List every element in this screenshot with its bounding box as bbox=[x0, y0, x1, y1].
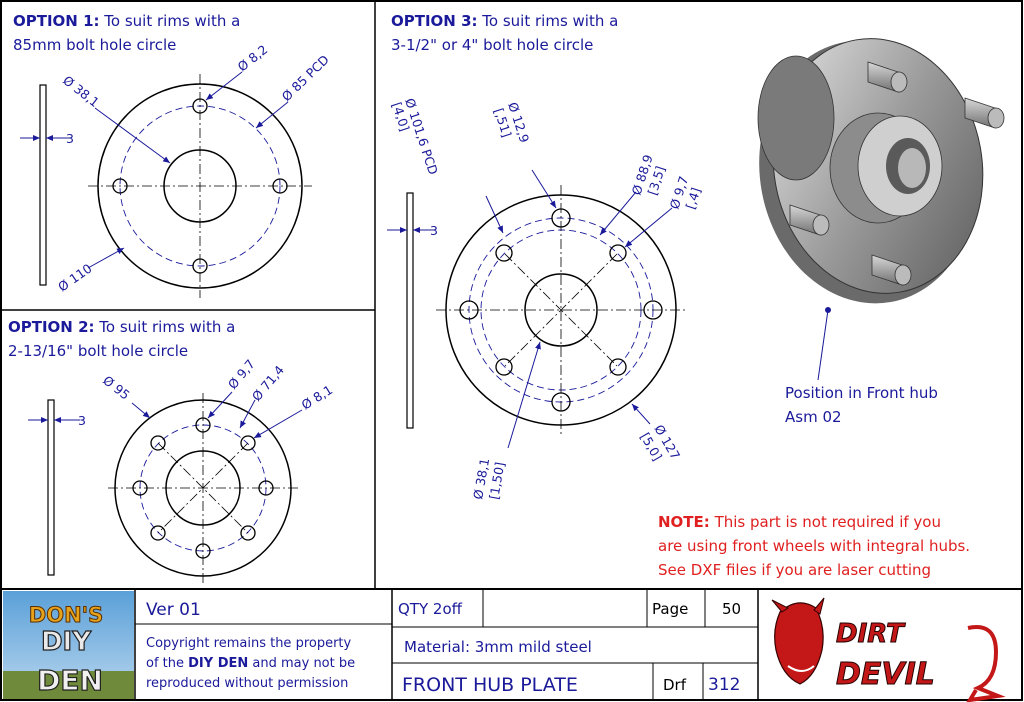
option3-thickness-dim: 3 bbox=[430, 223, 438, 238]
option3-view: OPTION 3: To suit rims with a 3-1/2" or … bbox=[387, 12, 704, 501]
hub-position-callout-1: Position in Front hub bbox=[785, 384, 938, 402]
option3-bolt-hole-small bbox=[495, 244, 513, 262]
option3-subtitle: 3-1/2" or 4" bolt hole circle bbox=[391, 36, 593, 54]
option2-title: OPTION 2: To suit rims with a bbox=[8, 318, 235, 336]
option1-thickness-dim: 3 bbox=[66, 131, 74, 146]
part-name: FRONT HUB PLATE bbox=[402, 674, 578, 696]
option2-bolt-hole bbox=[240, 435, 256, 451]
note-line-2: are using front wheels with integral hub… bbox=[658, 537, 970, 555]
option3-title: OPTION 3: To suit rims with a bbox=[391, 12, 618, 30]
page-number: 50 bbox=[722, 600, 741, 618]
option2-hole-large-dim: Ø 9,7 bbox=[225, 356, 258, 391]
copyright-line-1: Copyright remains the property bbox=[146, 636, 352, 651]
logo-left-line2: DIY bbox=[41, 627, 92, 657]
option2-bolt-hole bbox=[258, 480, 274, 496]
wheel-stud bbox=[871, 254, 912, 286]
option2-bolt-hole bbox=[195, 417, 211, 433]
logo-left-line1: DON'S bbox=[29, 603, 103, 627]
option1-outer-dim: Ø 110 bbox=[55, 261, 95, 295]
drf-number: 312 bbox=[708, 675, 740, 695]
option1-bolt-hole bbox=[272, 178, 288, 194]
option2-side-view bbox=[47, 399, 55, 576]
note-block: NOTE: This part is not required if you a… bbox=[658, 513, 970, 579]
option3-pcd-dim: Ø 101,6 PCD bbox=[402, 96, 441, 176]
option3-bolt-hole-large bbox=[551, 392, 571, 412]
material-spec: Material: 3mm mild steel bbox=[404, 638, 592, 656]
drf-label: Drf bbox=[663, 676, 687, 694]
copyright-line-2: of the DIY DEN and may not be bbox=[146, 656, 355, 671]
option1-hub-dim: Ø 38,1 bbox=[60, 73, 102, 110]
option2-bolt-hole bbox=[195, 543, 211, 559]
note-line-1: NOTE: This part is not required if you bbox=[658, 513, 941, 531]
option1-bolt-hole bbox=[112, 178, 128, 194]
option1-pcd-dim: Ø 85 PCD bbox=[279, 52, 332, 104]
option3-side-view bbox=[406, 192, 414, 429]
option2-bolt-hole bbox=[150, 435, 166, 451]
option1-subtitle: 85mm bolt hole circle bbox=[13, 36, 176, 54]
note-line-3: See DXF files if you are laser cutting bbox=[658, 561, 931, 579]
option2-bolt-hole bbox=[240, 525, 256, 541]
version-label: Ver 01 bbox=[146, 600, 201, 620]
option2-view: OPTION 2: To suit rims with a 2-13/16" b… bbox=[8, 318, 335, 583]
qty-value: QTY 2off bbox=[398, 600, 463, 618]
option1-bolt-hole bbox=[192, 98, 208, 114]
title-block: DON'S DIY DEN Ver 01 Copyright remains t… bbox=[3, 589, 1006, 702]
option1-view: OPTION 1: To suit rims with a 85mm bolt … bbox=[13, 12, 332, 298]
option3-bolt-hole-small bbox=[609, 358, 627, 376]
option1-hole-dim: Ø 8,2 bbox=[235, 42, 271, 75]
dirt-devil-logo: DIRT DEVIL bbox=[771, 597, 1006, 702]
pitchfork-tail-icon bbox=[966, 625, 1006, 702]
hub-position-callout-2: Asm 02 bbox=[785, 408, 842, 426]
option1-title: OPTION 1: To suit rims with a bbox=[13, 12, 240, 30]
logo-right-line1: DIRT bbox=[836, 619, 906, 649]
option2-hole-small-dim: Ø 8,1 bbox=[299, 382, 336, 413]
option2-thickness-dim: 3 bbox=[78, 413, 86, 428]
option3-hub-hole bbox=[524, 273, 598, 347]
devil-head-icon bbox=[774, 602, 824, 685]
option3-hole-b-dim-inch: [,4] bbox=[683, 186, 704, 211]
option2-subtitle: 2-13/16" bolt hole circle bbox=[8, 342, 188, 360]
page-label: Page bbox=[652, 600, 688, 618]
option1-bolt-hole bbox=[192, 258, 208, 274]
option1-side-view bbox=[39, 84, 47, 286]
logo-right-line2: DEVIL bbox=[836, 657, 935, 692]
copyright-line-3: reproduced without permission bbox=[146, 676, 348, 691]
wheel-stud bbox=[964, 97, 1005, 129]
option3-hub-dim: Ø 38,1 bbox=[470, 457, 492, 501]
option2-bolt-hole bbox=[150, 525, 166, 541]
wheel-stud bbox=[789, 204, 830, 236]
hub-isometric-render: Position in Front hub Asm 02 bbox=[757, 38, 1005, 426]
option3-bolt-hole-large bbox=[459, 300, 479, 320]
logo-left-line3: DEN bbox=[37, 664, 103, 697]
option3-bolt-hole-large bbox=[551, 208, 571, 228]
option2-bolt-hole bbox=[132, 480, 148, 496]
option3-bolt-hole-small bbox=[609, 244, 627, 262]
option2-outer-dim: Ø 95 bbox=[100, 373, 133, 403]
option3-hub-dim-inch: [1,50] bbox=[486, 461, 507, 501]
wheel-stud bbox=[867, 61, 908, 93]
option3-bolt-hole-small bbox=[495, 358, 513, 376]
option3-bolt-hole-large bbox=[643, 300, 663, 320]
